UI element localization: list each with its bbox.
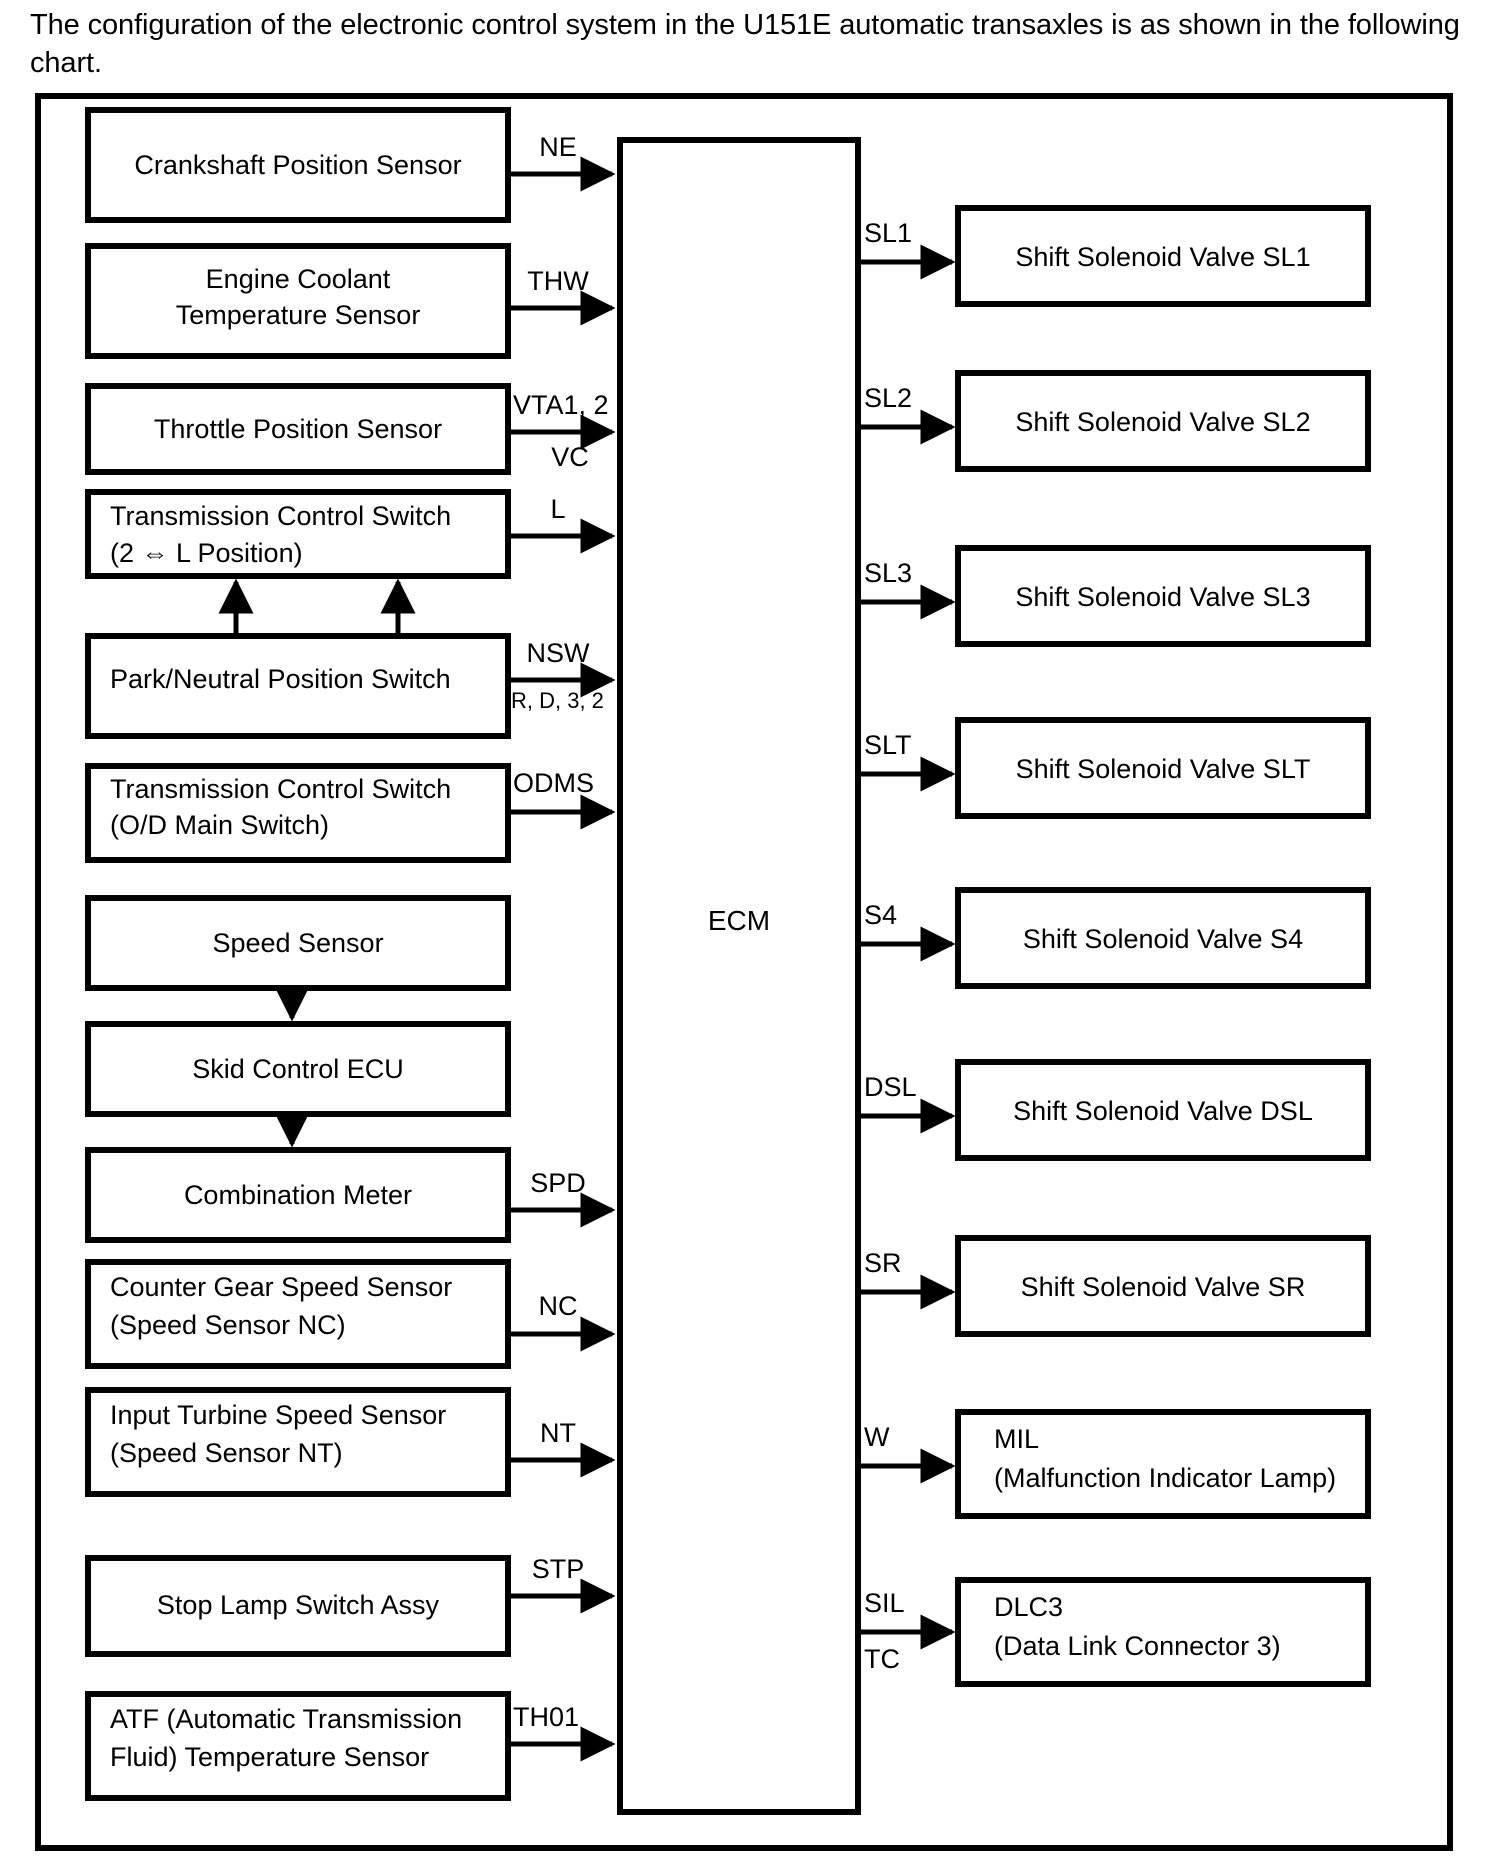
input-label-combination-meter: Combination Meter: [184, 1180, 412, 1210]
input-box-transmission-control-switch-2l[interactable]: [85, 489, 511, 579]
input-label-counter-gear-speed-sensor-line2: (Speed Sensor NC): [110, 1310, 346, 1340]
signal-label-sl2: SL2: [864, 383, 912, 413]
input-label-engine-coolant-temperature-sensor-line2: Temperature Sensor: [176, 300, 421, 330]
output-label-shift-solenoid-valve-sl1: Shift Solenoid Valve SL1: [1015, 242, 1310, 272]
output-box-mil[interactable]: [955, 1409, 1371, 1519]
diagram-outer-frame: [35, 93, 1453, 1851]
signal-label-rd32: R, D, 3, 2: [511, 688, 604, 713]
input-box-skid-control-ecu[interactable]: [85, 1021, 511, 1117]
signal-label-th01: TH01: [513, 1702, 579, 1732]
signal-label-ne: NE: [539, 132, 577, 162]
input-box-crankshaft-position-sensor[interactable]: [85, 107, 511, 223]
signal-label-slt: SLT: [864, 730, 912, 760]
input-label-throttle-position-sensor: Throttle Position Sensor: [154, 414, 442, 444]
output-box-shift-solenoid-valve-dsl[interactable]: [955, 1059, 1371, 1161]
input-label-transmission-control-switch-2l-line1: Transmission Control Switch: [110, 501, 451, 531]
input-label-input-turbine-speed-sensor-line2: (Speed Sensor NT): [110, 1438, 343, 1468]
output-label-shift-solenoid-valve-slt: Shift Solenoid Valve SLT: [1016, 754, 1311, 784]
output-label-shift-solenoid-valve-sr: Shift Solenoid Valve SR: [1021, 1272, 1306, 1302]
signal-label-spd: SPD: [530, 1168, 586, 1198]
output-label-mil-line1: MIL: [994, 1424, 1039, 1454]
output-label-shift-solenoid-valve-sl2: Shift Solenoid Valve SL2: [1015, 407, 1310, 437]
signal-label-stp: STP: [532, 1554, 585, 1584]
input-box-engine-coolant-temperature-sensor[interactable]: [85, 243, 511, 359]
output-label-dlc3-line2: (Data Link Connector 3): [994, 1631, 1281, 1661]
signal-label-nt: NT: [540, 1418, 576, 1448]
input-label-park-neutral-position-switch: Park/Neutral Position Switch: [110, 664, 451, 694]
ecm-box[interactable]: [617, 137, 861, 1815]
input-label-transmission-control-switch-od-line1: Transmission Control Switch: [110, 774, 451, 804]
input-label-skid-control-ecu: Skid Control ECU: [192, 1054, 404, 1084]
input-box-park-neutral-position-switch[interactable]: [85, 633, 511, 739]
output-box-shift-solenoid-valve-sl3[interactable]: [955, 545, 1371, 647]
signal-label-s4: S4: [864, 900, 897, 930]
signal-label-nc: NC: [539, 1291, 578, 1321]
signal-label-odms: ODMS: [513, 768, 594, 798]
input-box-combination-meter[interactable]: [85, 1147, 511, 1243]
input-label-atf-temperature-sensor-line2: Fluid) Temperature Sensor: [110, 1742, 429, 1772]
signal-label-vta: VTA1, 2: [513, 390, 609, 420]
input-label-crankshaft-position-sensor: Crankshaft Position Sensor: [134, 150, 461, 180]
input-box-speed-sensor[interactable]: [85, 895, 511, 991]
input-label-stop-lamp-switch-assy: Stop Lamp Switch Assy: [157, 1590, 440, 1620]
input-box-counter-gear-speed-sensor[interactable]: [85, 1259, 511, 1369]
input-label-speed-sensor: Speed Sensor: [212, 928, 383, 958]
signal-label-tc: TC: [864, 1644, 900, 1674]
output-box-shift-solenoid-valve-sl2[interactable]: [955, 370, 1371, 472]
input-box-throttle-position-sensor[interactable]: [85, 383, 511, 475]
output-box-shift-solenoid-valve-sl1[interactable]: [955, 205, 1371, 307]
signal-label-sr: SR: [864, 1248, 902, 1278]
signal-label-vc: VC: [551, 442, 589, 472]
output-box-shift-solenoid-valve-s4[interactable]: [955, 887, 1371, 989]
signal-label-w: W: [864, 1422, 890, 1452]
output-label-mil-line2: (Malfunction Indicator Lamp): [994, 1463, 1336, 1493]
input-box-atf-temperature-sensor[interactable]: [85, 1691, 511, 1801]
input-box-input-turbine-speed-sensor[interactable]: [85, 1387, 511, 1497]
output-label-shift-solenoid-valve-sl3: Shift Solenoid Valve SL3: [1015, 582, 1310, 612]
output-label-shift-solenoid-valve-dsl: Shift Solenoid Valve DSL: [1013, 1096, 1313, 1126]
signal-label-thw: THW: [527, 266, 589, 296]
output-box-dlc3[interactable]: [955, 1577, 1371, 1687]
input-box-stop-lamp-switch-assy[interactable]: [85, 1555, 511, 1657]
signal-label-nsw: NSW: [527, 638, 591, 668]
output-box-shift-solenoid-valve-slt[interactable]: [955, 717, 1371, 819]
output-box-shift-solenoid-valve-sr[interactable]: [955, 1235, 1371, 1337]
signal-label-l: L: [550, 494, 565, 524]
output-label-shift-solenoid-valve-s4: Shift Solenoid Valve S4: [1023, 924, 1303, 954]
input-label-atf-temperature-sensor-line1: ATF (Automatic Transmission: [110, 1704, 462, 1734]
signal-label-dsl: DSL: [864, 1072, 917, 1102]
output-label-dlc3-line1: DLC3: [994, 1592, 1063, 1622]
intro-paragraph: The configuration of the electronic cont…: [30, 9, 1460, 80]
signal-label-sl1: SL1: [864, 218, 912, 248]
signal-label-sl3: SL3: [864, 558, 912, 588]
ecm-label: ECM: [708, 905, 770, 936]
input-label-transmission-control-switch-2l-line2: (2 ⇔ L Position): [110, 538, 303, 568]
input-label-engine-coolant-temperature-sensor-line1: Engine Coolant: [206, 264, 391, 294]
input-label-counter-gear-speed-sensor-line1: Counter Gear Speed Sensor: [110, 1272, 452, 1302]
input-label-transmission-control-switch-od-line2: (O/D Main Switch): [110, 810, 329, 840]
signal-label-sil: SIL: [864, 1588, 905, 1618]
input-label-input-turbine-speed-sensor-line1: Input Turbine Speed Sensor: [110, 1400, 446, 1430]
